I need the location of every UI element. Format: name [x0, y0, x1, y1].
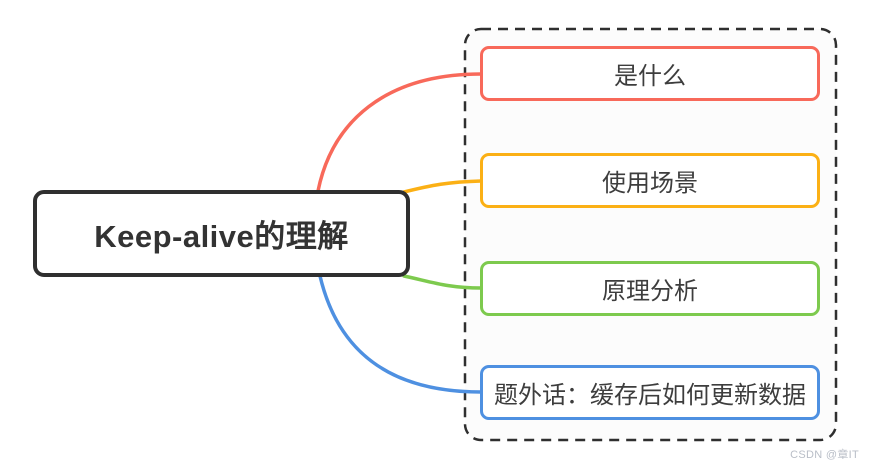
topic-label: 使用场景 — [602, 170, 698, 197]
topic-node-principle[interactable]: 原理分析 — [480, 261, 820, 316]
topic-label: 题外话：缓存后如何更新数据 — [494, 382, 806, 409]
connector-what-is-it — [316, 72, 483, 193]
central-node-label: Keep-alive的理解 — [94, 219, 349, 254]
connector-use-cases — [402, 179, 483, 194]
topic-node-use-cases[interactable]: 使用场景 — [480, 153, 820, 208]
group-outline — [463, 27, 838, 442]
topic-node-what-is-it[interactable]: 是什么 — [480, 46, 820, 101]
central-node[interactable]: Keep-alive的理解 — [33, 190, 410, 277]
connector-side-note — [318, 274, 483, 394]
topic-label: 是什么 — [614, 63, 686, 90]
connector-principle — [402, 274, 483, 290]
topic-node-side-note[interactable]: 题外话：缓存后如何更新数据 — [480, 365, 820, 420]
topic-label: 原理分析 — [602, 278, 698, 305]
watermark: CSDN @章IT — [790, 449, 859, 461]
